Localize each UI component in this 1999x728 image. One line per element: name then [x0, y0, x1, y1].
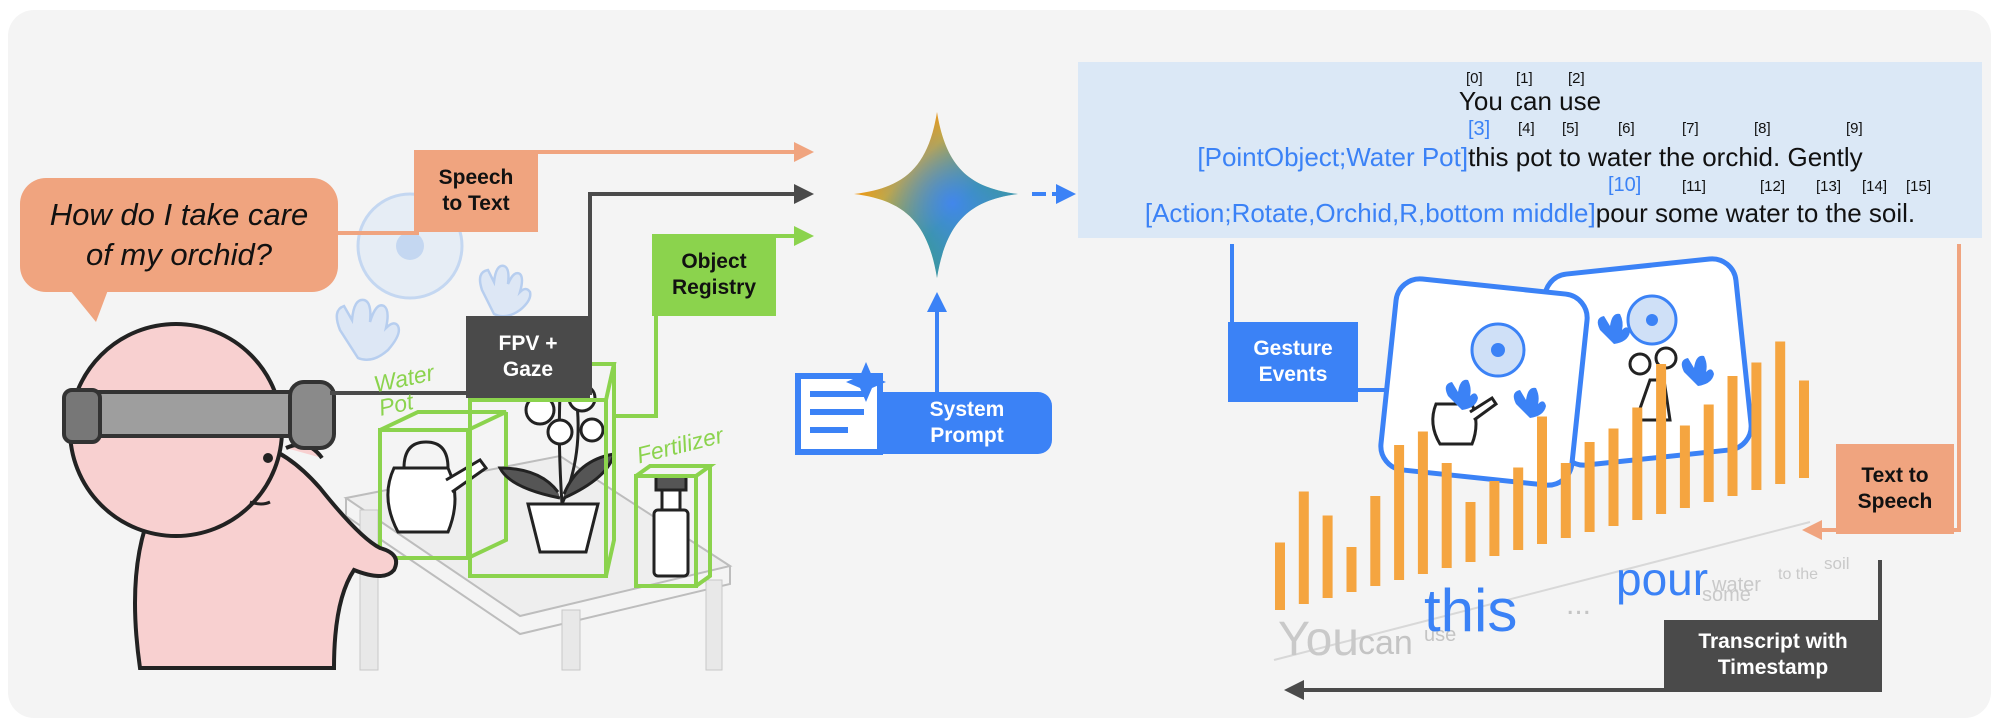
gesture-card-back	[1542, 256, 1754, 468]
object-registry-label: Object Registry	[652, 234, 776, 316]
waveform-bar	[1417, 431, 1428, 574]
transcript-with-timestamp-label: Transcript with Timestamp	[1664, 620, 1882, 690]
headset-illustration	[62, 380, 336, 450]
waveform-bar	[1751, 362, 1762, 490]
spoken-word: water	[1712, 574, 1761, 596]
transcript-timestamp-arrow	[1284, 560, 1882, 700]
spoken-word: soil	[1824, 554, 1850, 573]
point-object-tag-index: [3]	[1468, 118, 1491, 140]
token-index: [14]	[1862, 178, 1888, 195]
gemini-model-icon	[854, 112, 1018, 278]
document-sparkle-icon	[795, 362, 886, 455]
waveform-bar	[1441, 463, 1452, 568]
waveform-bar	[1679, 425, 1690, 508]
speech-bubble-tail	[70, 290, 108, 322]
token-index: [15]	[1906, 178, 1932, 195]
transcript-text: this pot to water the orchid. Gently	[1468, 142, 1863, 172]
token-index: [13]	[1816, 178, 1842, 195]
transcript-panel: [0] [1] [2] You can use [3] [4] [5] [6] …	[1078, 62, 1982, 238]
token-index: [12]	[1760, 178, 1786, 195]
token-index: [7]	[1682, 120, 1699, 137]
spoken-word: some	[1702, 584, 1751, 606]
point-object-tag: [PointObject;Water Pot]	[1197, 142, 1469, 172]
transcript-line-3: [Action;Rotate,Orchid,R,bottom middle]po…	[1078, 198, 1982, 229]
waveform-baseline	[1273, 521, 1811, 661]
waveform-bar	[1703, 404, 1714, 502]
speech-to-text-label: Speech to Text	[414, 150, 538, 232]
token-index: [8]	[1754, 120, 1771, 137]
spoken-word: pour	[1616, 553, 1709, 605]
action-tag: [Action;Rotate,Orchid,R,bottom middle]	[1144, 198, 1596, 228]
waveform-bar	[1513, 467, 1524, 550]
waveform-bar	[1537, 416, 1547, 544]
waveform-bar	[1346, 547, 1357, 592]
token-index: [9]	[1846, 120, 1863, 137]
fertilizer-bounding-box	[634, 464, 717, 588]
fpv-gaze-arrow	[330, 184, 814, 395]
spoken-word: use	[1424, 624, 1457, 646]
waveform-bar	[1608, 428, 1619, 526]
fertilizer-bottle-illustration	[652, 474, 690, 578]
person-illustration	[68, 322, 399, 670]
token-index: [0]	[1466, 70, 1483, 87]
transcript-text: pour some water to the soil.	[1595, 198, 1916, 228]
fpv-gaze-label: FPV + Gaze	[466, 316, 590, 398]
waveform-bar	[1275, 542, 1285, 610]
action-tag-index: [10]	[1608, 174, 1642, 196]
token-index: [5]	[1562, 120, 1579, 137]
waveform-bar	[1322, 515, 1333, 598]
waveform-bar	[1465, 502, 1476, 562]
system-prompt-label: System Prompt	[882, 392, 1052, 454]
waveform-bar	[1394, 445, 1405, 580]
waveform-bar	[1799, 380, 1809, 478]
hand-gesture-icon	[335, 264, 532, 361]
transcript-text: You can use	[1458, 86, 1602, 116]
waveform-bar	[1632, 407, 1643, 520]
waveform-bar	[1727, 376, 1738, 496]
gesture-events-label: Gesture Events	[1228, 322, 1358, 402]
waveform-bar	[1584, 442, 1595, 532]
gesture-card-front	[1378, 276, 1590, 488]
token-index: [11]	[1682, 178, 1706, 195]
audio-waveform	[1275, 341, 1809, 610]
token-index: [6]	[1618, 120, 1635, 137]
token-index: [4]	[1518, 120, 1535, 137]
user-question-bubble: How do I take care of my orchid?	[20, 178, 338, 292]
waveform-bar	[1656, 364, 1667, 514]
spoken-word: You	[1278, 613, 1359, 666]
waveform-bar	[1560, 463, 1571, 538]
token-index: [1]	[1516, 70, 1533, 87]
spoken-word: can	[1358, 624, 1413, 662]
waveform-bar	[1370, 496, 1381, 586]
transcript-line-1: You can use	[1078, 86, 1982, 117]
waveform-bar	[1489, 481, 1500, 556]
spoken-word: this	[1424, 577, 1518, 644]
spoken-word: to the	[1778, 566, 1819, 583]
text-to-speech-label: Text to Speech	[1836, 444, 1954, 534]
transcript-line-2: [PointObject;Water Pot]this pot to water…	[1078, 142, 1982, 173]
spoken-word: ...	[1566, 588, 1592, 621]
token-index: [2]	[1568, 70, 1585, 87]
waveform-bar	[1775, 341, 1786, 484]
waveform-bar	[1298, 491, 1309, 604]
